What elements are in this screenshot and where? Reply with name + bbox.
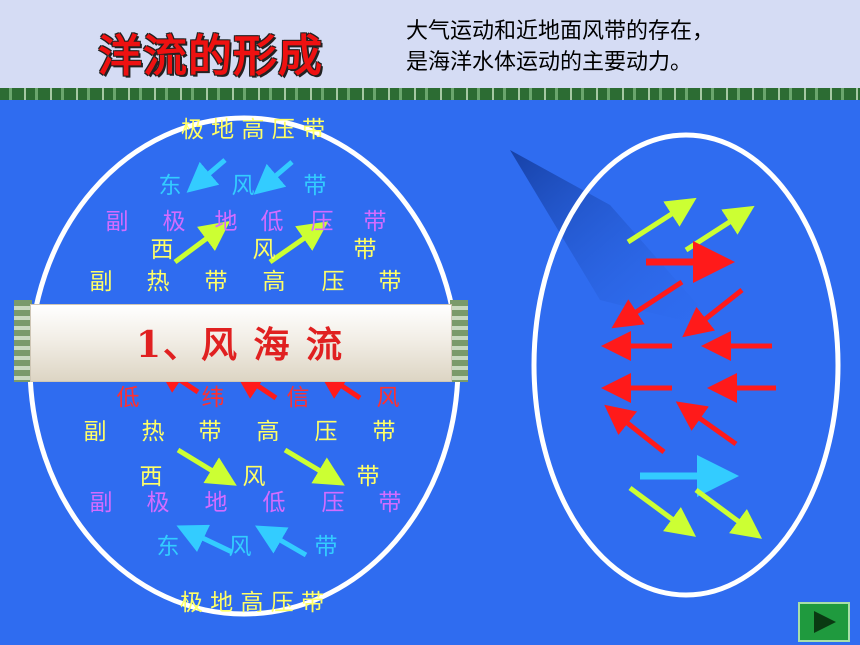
arrow-westerly-n <box>268 221 329 265</box>
label-subtropical-s-2: 热 <box>141 419 165 445</box>
label-subtropical-n-1: 副 <box>89 269 113 295</box>
label-westerly-s-1: 西 <box>139 464 163 490</box>
label-subtropical-s-5: 压 <box>314 419 338 445</box>
label-subpolar-s-5: 压 <box>321 490 345 516</box>
arrow-easterly-n <box>186 158 227 193</box>
label-westerly-n-1: 西 <box>150 237 174 263</box>
label-subpolar-s-3: 地 <box>204 490 228 516</box>
label-subpolar-s-4: 低 <box>262 490 286 516</box>
label-polar-high-south: 极 地 高 压 带 <box>179 590 325 616</box>
label-easterly-n-2: 风 <box>231 173 255 199</box>
label-subpolar-n-3: 地 <box>214 209 238 235</box>
label-westerly-n-3: 带 <box>353 237 377 263</box>
label-subtropical-s-3: 带 <box>198 419 222 445</box>
subtitle-line-2: 是海洋水体运动的主要动力。 <box>406 50 693 75</box>
banner-left-edge <box>14 300 32 382</box>
section-banner <box>30 304 452 382</box>
label-subpolar-n-5: 压 <box>310 209 334 235</box>
page-title: 洋流的形成 <box>98 31 323 82</box>
current-arrow-green <box>626 197 697 245</box>
current-arrow-red <box>675 401 738 447</box>
arrow-westerly-s <box>283 447 345 486</box>
label-subpolar-s-1: 副 <box>89 490 113 516</box>
banner-right-edge <box>450 300 468 382</box>
decorative-strip <box>0 88 860 100</box>
arrow-easterly-s <box>255 525 308 558</box>
header-bar <box>0 0 860 92</box>
zoom-beam <box>510 150 720 330</box>
label-trade-1: 低 <box>116 385 140 411</box>
arrow-easterly-n <box>253 160 294 195</box>
label-subpolar-n-4: 低 <box>260 209 284 235</box>
label-westerly-n-2: 风 <box>252 237 276 263</box>
label-subtropical-s-4: 高 <box>256 419 280 445</box>
label-easterly-s-3: 带 <box>314 534 338 560</box>
arrow-westerly-s <box>176 447 237 486</box>
label-easterly-n-1: 东 <box>158 173 182 199</box>
label-subpolar-s-6: 带 <box>378 490 402 516</box>
label-subpolar-s-2: 极 <box>146 490 170 516</box>
label-trade-2: 纬 <box>201 385 225 411</box>
detail-ellipse <box>531 132 841 598</box>
label-westerly-s-2: 风 <box>242 464 266 490</box>
label-subpolar-n-1: 副 <box>105 209 129 235</box>
label-easterly-s-1: 东 <box>156 534 180 560</box>
label-trade-4: 风 <box>376 385 400 411</box>
label-subtropical-s-6: 带 <box>372 419 396 445</box>
current-arrow-red <box>682 288 744 338</box>
label-trade-3: 信 <box>286 385 310 411</box>
label-subtropical-s-1: 副 <box>83 419 107 445</box>
next-slide-button[interactable] <box>798 602 850 642</box>
current-arrow-green <box>628 485 697 537</box>
label-subtropical-n-5: 压 <box>321 269 345 295</box>
current-arrow-green <box>684 205 755 253</box>
section-heading: 1、风 海 流 <box>135 324 345 366</box>
subtitle: 大气运动和近地面风带的存在， 是海洋水体运动的主要动力。 <box>406 16 714 78</box>
subtitle-line-1: 大气运动和近地面风带的存在， <box>406 19 715 44</box>
arrow-westerly-n <box>173 221 231 265</box>
current-arrow-red <box>604 404 666 454</box>
current-arrow-red <box>611 279 684 329</box>
label-subtropical-n-3: 带 <box>204 269 228 295</box>
label-subpolar-n-2: 极 <box>162 209 186 235</box>
label-subtropical-n-2: 热 <box>146 269 170 295</box>
label-subtropical-n-4: 高 <box>262 269 286 295</box>
label-polar-high-north: 极 地 高 压 带 <box>180 117 326 143</box>
current-arrow-green <box>694 487 763 539</box>
label-westerly-s-3: 带 <box>356 464 380 490</box>
label-subtropical-n-6: 带 <box>378 269 402 295</box>
label-easterly-s-2: 风 <box>228 534 252 560</box>
arrow-easterly-s <box>176 524 234 555</box>
label-subpolar-n-6: 带 <box>363 209 387 235</box>
label-easterly-n-3: 带 <box>303 173 327 199</box>
play-triangle-icon <box>814 611 836 633</box>
